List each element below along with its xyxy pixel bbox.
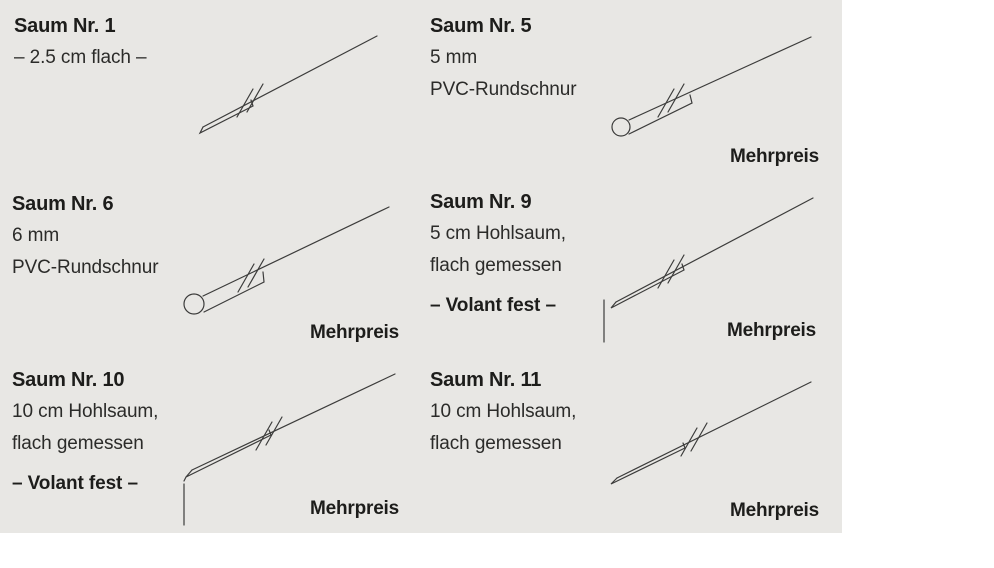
flat-hem-diagram-1 (195, 28, 385, 136)
surcharge-label: Mehrpreis (310, 322, 400, 343)
stitch-tick-1 (256, 422, 272, 450)
panel-spec-line: flach gemessen (430, 255, 562, 276)
volant-note: – Volant fest – (12, 473, 138, 494)
panel-saum-11: Saum Nr. 11 10 cm Hohlsaum, flach gemess… (430, 364, 576, 460)
panel-spec-line: PVC-Rundschnur (430, 79, 577, 100)
surcharge-label: Mehrpreis (727, 320, 817, 341)
hem-fold-line (629, 95, 692, 134)
pvc-cord-hem-diagram-6 (178, 194, 396, 320)
surcharge-label: Mehrpreis (730, 500, 820, 521)
volant-note: – Volant fest – (430, 295, 556, 316)
surcharge-label: Mehrpreis (730, 146, 820, 167)
panel-saum-10: Saum Nr. 10 10 cm Hohlsaum, flach gemess… (12, 364, 158, 500)
panel-spec-line: 5 cm Hohlsaum, (430, 223, 566, 244)
stitch-tick-2 (668, 255, 684, 283)
panel-title: Saum Nr. 1 (14, 15, 116, 37)
hollow-hem-diagram-11 (603, 373, 817, 493)
stitch-tick-1 (658, 260, 674, 288)
stitch-tick-2 (247, 84, 263, 112)
panel-saum-5: Saum Nr. 5 5 mm PVC-Rundschnur (430, 10, 577, 106)
surcharge-label: Mehrpreis (310, 498, 400, 519)
hollow-hem-diagram-9 (596, 188, 818, 346)
fabric-line (629, 37, 811, 120)
panel-spec-line: 6 mm (12, 225, 60, 246)
fabric-line (203, 207, 389, 296)
panel-saum-9: Saum Nr. 9 5 cm Hohlsaum, flach gemessen… (430, 186, 566, 322)
fabric-line (203, 36, 377, 127)
hem-fold-line (186, 430, 271, 477)
stitch-tick-1 (238, 264, 254, 292)
hem-fold-line (611, 264, 684, 308)
pvc-cord-circle (184, 294, 204, 314)
stitch-tick-1 (658, 89, 674, 117)
hollow-hem-diagram-10 (176, 366, 400, 528)
fabric-line (617, 382, 811, 478)
hem-fold-line (204, 272, 264, 312)
stitch-tick-1 (237, 89, 253, 117)
panel-spec-line: flach gemessen (430, 433, 562, 454)
panel-title: Saum Nr. 9 (430, 191, 532, 213)
panel-spec-line: – 2.5 cm flach – (14, 47, 147, 68)
fabric-line (192, 374, 395, 470)
panel-spec-line: 5 mm (430, 47, 478, 68)
panel-title: Saum Nr. 5 (430, 15, 532, 37)
stitch-tick-2 (691, 423, 707, 451)
panel-title: Saum Nr. 10 (12, 369, 125, 391)
fabric-line (616, 198, 813, 302)
panel-saum-1: Saum Nr. 1 – 2.5 cm flach – (14, 10, 147, 74)
panel-title: Saum Nr. 6 (12, 193, 114, 215)
panel-spec-line: flach gemessen (12, 433, 144, 454)
stitch-tick-2 (248, 259, 264, 287)
panel-title: Saum Nr. 11 (430, 369, 542, 391)
panel-spec-line: 10 cm Hohlsaum, (430, 401, 577, 422)
pvc-cord-circle (612, 118, 630, 136)
panel-spec-line: PVC-Rundschnur (12, 257, 159, 278)
stitch-tick-2 (266, 417, 282, 445)
sheet-background (0, 0, 842, 533)
panel-saum-6: Saum Nr. 6 6 mm PVC-Rundschnur (12, 188, 159, 284)
stitch-tick-2 (668, 84, 684, 112)
pvc-cord-hem-diagram-5 (598, 25, 816, 143)
hem-fold-line (611, 443, 685, 484)
stitch-tick-1 (681, 428, 697, 456)
panel-spec-line: 10 cm Hohlsaum, (12, 401, 159, 422)
hem-tip-fold (184, 477, 186, 481)
